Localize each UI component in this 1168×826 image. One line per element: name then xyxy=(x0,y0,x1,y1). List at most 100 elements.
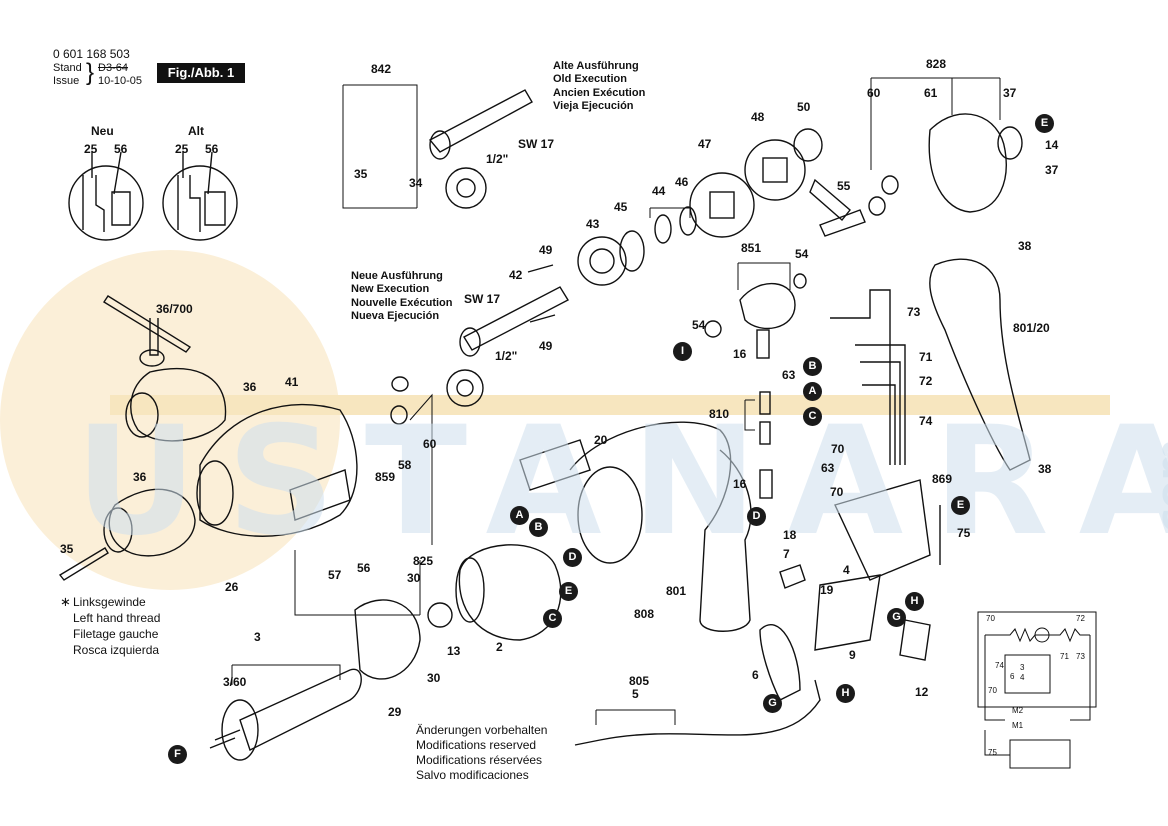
part-label: 842 xyxy=(371,62,392,76)
part-label: 12 xyxy=(915,685,929,699)
part-label: 35 xyxy=(354,167,368,181)
part-label: 60 xyxy=(423,437,437,451)
schematic-label: 71 xyxy=(1060,652,1069,661)
part-label: 810 xyxy=(709,407,730,421)
wiring-schematic xyxy=(977,611,1097,769)
part-label: 36 xyxy=(243,380,257,394)
part-label: 58 xyxy=(398,458,412,472)
part-label: 29 xyxy=(388,705,402,719)
gear-train-drawing xyxy=(577,113,1023,338)
part-label: 869 xyxy=(932,472,953,486)
part-label: 49 xyxy=(539,243,553,257)
part-label: 2 xyxy=(496,640,503,654)
detail-old-label: Alt xyxy=(188,124,204,138)
note-line: Salvo modificaciones xyxy=(416,768,529,782)
new-execution-note: Neue Ausführung New Execution Nouvelle E… xyxy=(351,270,452,323)
note-line: Old Execution xyxy=(553,73,627,86)
part-label: 44 xyxy=(652,184,666,198)
note-line: New Execution xyxy=(351,283,430,296)
note-line: Nueva Ejecución xyxy=(351,309,440,322)
part-label: 36/700 xyxy=(156,302,193,316)
part-label: 16 xyxy=(733,347,747,361)
part-label: 70 xyxy=(830,485,844,499)
part-label: 4 xyxy=(843,563,850,577)
left-thread-star: ∗ xyxy=(60,594,71,609)
part-label: 5 xyxy=(632,687,639,701)
part-label: 808 xyxy=(634,607,655,621)
marker-h: H xyxy=(836,684,855,703)
part-label: 801 xyxy=(666,584,687,598)
electrical-drawing xyxy=(574,289,941,746)
issue-label: Issue xyxy=(53,75,80,87)
part-label: 3 xyxy=(254,630,261,644)
part-label: 1/2" xyxy=(486,152,509,166)
detail-part-56: 56 xyxy=(114,142,128,156)
schematic-label: 70 xyxy=(986,614,995,623)
part-label: 1/2" xyxy=(495,349,518,363)
schematic-label: 70 xyxy=(988,686,997,695)
marker-f: E xyxy=(1035,114,1054,133)
chuck-assembly-drawing xyxy=(58,295,227,581)
part-label: 56 xyxy=(357,561,371,575)
leader-lines xyxy=(231,77,1001,725)
marker-d: D xyxy=(747,507,766,526)
modifications-note: Änderungen vorbehalten Modifications res… xyxy=(416,723,547,783)
part-label: 34 xyxy=(409,176,423,190)
stand-value: D3-64 xyxy=(98,62,128,74)
part-label: 60 xyxy=(867,86,881,100)
part-label: 54 xyxy=(692,318,706,332)
part-label: 50 xyxy=(797,100,811,114)
marker-c: C xyxy=(803,407,822,426)
part-label: 30 xyxy=(407,571,421,585)
part-label: 30 xyxy=(427,671,441,685)
part-label: 805 xyxy=(629,674,650,688)
part-label: 18 xyxy=(783,528,797,542)
part-label: 13 xyxy=(447,644,461,658)
part-label: 48 xyxy=(751,110,765,124)
marker-f: F xyxy=(168,745,187,764)
detail-new-label: Neu xyxy=(91,124,114,138)
note-line: Linksgewinde xyxy=(73,595,146,609)
watermark-graphic xyxy=(0,250,1110,590)
part-label: SW 17 xyxy=(518,137,555,151)
schematic-label: 6 xyxy=(1010,672,1015,681)
stand-label: Stand xyxy=(53,62,82,74)
issue-value: 10-10-05 xyxy=(98,75,143,87)
schematic-label: 72 xyxy=(1076,614,1085,623)
part-label: 75 xyxy=(957,526,971,540)
marker-c: C xyxy=(543,609,562,628)
note-line: Vieja Ejecución xyxy=(553,99,634,112)
part-label: 71 xyxy=(919,350,933,364)
part-label: 35 xyxy=(60,542,74,556)
part-label: 63 xyxy=(821,461,835,475)
part-label: 41 xyxy=(285,375,299,389)
part-label: 73 xyxy=(907,305,921,319)
old-execution-note: Alte Ausführung Old Execution Ancien Exé… xyxy=(553,60,645,113)
part-label: 14 xyxy=(1045,138,1059,152)
note-line: Rosca izquierda xyxy=(73,643,160,657)
note-line: Ancien Exécution xyxy=(553,86,646,99)
marker-e: E xyxy=(559,582,578,601)
part-number: 0 601 168 503 xyxy=(53,47,130,61)
part-label: 859 xyxy=(375,470,396,484)
note-line: Alte Ausführung xyxy=(553,60,639,72)
part-label: 42 xyxy=(509,268,523,282)
part-label: 851 xyxy=(741,241,762,255)
marker-b: B xyxy=(529,518,548,537)
detail-part-25: 25 xyxy=(175,142,189,156)
part-label: 72 xyxy=(919,374,933,388)
marker-a: A xyxy=(803,382,822,401)
part-label: 19 xyxy=(820,583,834,597)
note-line: Modifications réservées xyxy=(416,753,543,767)
part-label: 38 xyxy=(1038,462,1052,476)
part-label: 7 xyxy=(783,547,790,561)
part-label: 9 xyxy=(849,648,856,662)
marker-a: A xyxy=(510,506,529,525)
seal-detail-drawings xyxy=(68,151,238,241)
note-line: Left hand thread xyxy=(73,611,161,625)
housing-drawing xyxy=(196,258,1031,632)
schematic-label: 3 xyxy=(1020,663,1025,672)
part-label: 70 xyxy=(831,442,845,456)
part-label: 20 xyxy=(594,433,608,447)
